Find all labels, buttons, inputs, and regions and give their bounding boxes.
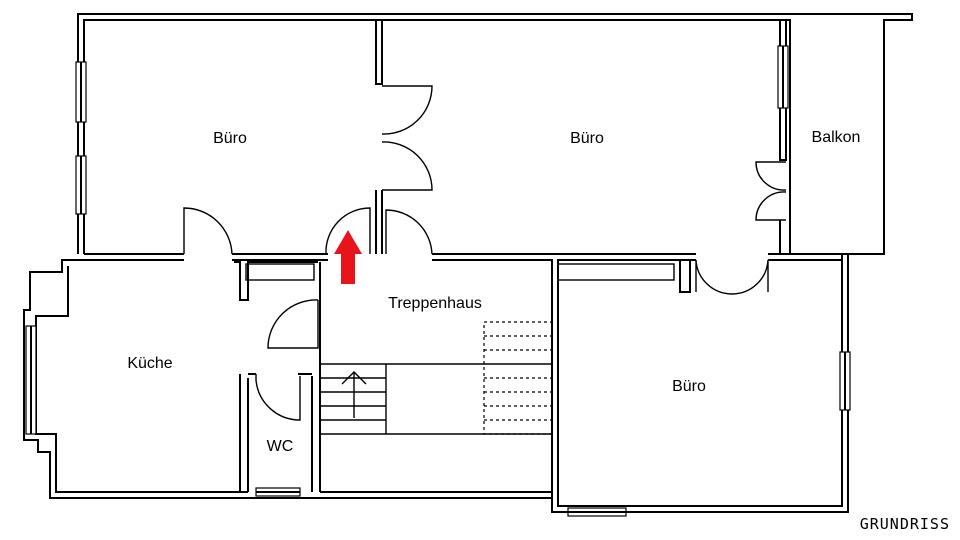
- stairs: [320, 321, 553, 435]
- room-label-wc: WC: [267, 438, 294, 455]
- windows: [25, 45, 851, 517]
- room-label-buero-3: Büro: [672, 378, 706, 395]
- room-label-kueche: Küche: [127, 355, 172, 372]
- entrance-arrow-icon: [334, 230, 362, 284]
- arrow-up-icon: [341, 371, 367, 385]
- room-label-treppenhaus: Treppenhaus: [388, 295, 482, 312]
- doors: [183, 85, 787, 421]
- room-label-balkon: Balkon: [812, 129, 861, 146]
- brand-logo-text: GRUNDRISS: [860, 515, 950, 533]
- room-label-buero-2: Büro: [570, 130, 604, 147]
- outer-walls: [23, 13, 913, 513]
- room-label-buero-1: Büro: [213, 130, 247, 147]
